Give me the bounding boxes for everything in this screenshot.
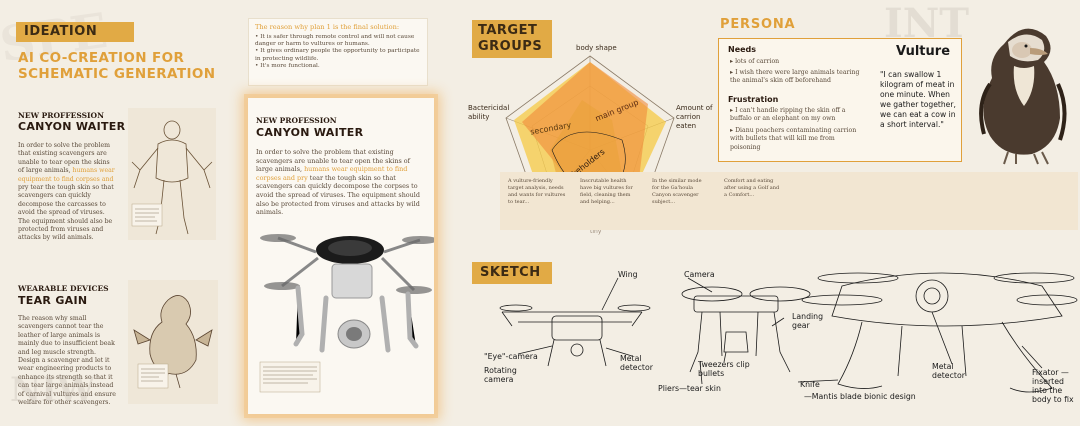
label-eye-camera: "Eye"-camera	[484, 352, 538, 361]
persona-title: PERSONA	[720, 17, 796, 32]
need-item-1: ▸ lots of carrion	[730, 58, 780, 65]
wearable-label: WEARABLE DEVICES	[18, 284, 109, 293]
label-metal-detector-2: Metal detector	[932, 362, 965, 380]
label-metal-detector-1: Metal detector	[620, 354, 653, 372]
persona-panel: INT PERSONA Needs ▸ lots of carrion ▸ I …	[500, 0, 1080, 252]
target-tag-line1: TARGET	[478, 23, 538, 38]
persona-strip	[500, 172, 1078, 230]
solution-note-item-3: • It's more functional.	[255, 62, 320, 69]
drone-render	[259, 234, 434, 393]
needs-title: Needs	[728, 45, 757, 54]
axis-bactericidal: Bactericidal ability	[468, 104, 510, 121]
solution-note-item-1: • It is safer through remote control and…	[255, 34, 415, 48]
persona-quote: "I can swallow 1 kilogram of meat in one…	[880, 70, 956, 129]
sketch-tag: SKETCH	[472, 262, 552, 284]
strip-cell-1: A vulture-friendly target analysis, need…	[508, 178, 566, 205]
label-tweezers: Tweezers clip bullets	[698, 360, 750, 378]
canyon-title: CANYON WAITER	[18, 120, 126, 133]
watermark-bottom: NIW	[10, 370, 96, 410]
sketch-panel: SKETCH	[462, 256, 1080, 426]
label-camera: Camera	[684, 270, 715, 279]
frustration-item-1: ▸ I can't handle ripping the skin off a …	[730, 107, 846, 123]
vulture-photo	[979, 28, 1067, 165]
solution-note: The reason why plan 1 is the final solut…	[248, 18, 428, 86]
frustration-title: Frustration	[728, 95, 779, 104]
axis-amount: Amount of carrion eaten	[676, 104, 713, 130]
persona-name: Vulture	[896, 44, 951, 59]
solution-note-item-2: • It gives ordinary people the opportuni…	[255, 48, 420, 62]
card-body: In order to solve the problem that exist…	[256, 148, 420, 217]
target-groups-tag: TARGET GROUPS	[472, 20, 552, 58]
axis-body-shape: body shape	[576, 44, 617, 52]
ideation-title-line1: AI CO-CREATION FOR	[18, 50, 185, 66]
strip-cell-4: Comfort and eating after using a Golf an…	[724, 178, 780, 198]
need-item-2: ▸ I wish there were large animals tearin…	[730, 69, 860, 85]
canyon-label: NEW PROFFESSION	[18, 111, 104, 120]
middle-panel: The reason why plan 1 is the final solut…	[242, 0, 462, 426]
wearable-title: TEAR GAIN	[18, 294, 88, 307]
solution-note-title: The reason why plan 1 is the final solut…	[255, 23, 400, 31]
sketch-drawings	[499, 272, 1078, 393]
label-rotating-camera: Rotating camera	[484, 366, 517, 384]
label-pliers: Pliers—tear skin	[658, 384, 721, 393]
label-mantis: —Mantis blade bionic design	[804, 392, 916, 401]
label-fixator: Fixator —inserted into the body to fix	[1032, 368, 1074, 404]
persona-card	[718, 38, 962, 162]
strip-cell-2: Inscrutable health have big vultures for…	[580, 178, 633, 205]
human-sketch	[128, 108, 216, 240]
card-label: NEW PROFESSION	[256, 116, 337, 125]
vulture-gear-sketch	[128, 280, 218, 404]
target-tag-line2: GROUPS	[478, 39, 543, 54]
wearable-body: The reason why small scavengers cannot t…	[18, 315, 116, 407]
label-landing-gear: Landing gear	[792, 312, 824, 330]
label-wing: Wing	[618, 270, 638, 279]
label-knife: Knife	[800, 380, 820, 389]
frustration-item-2: ▸ Dianu poachers contaminating carrion w…	[730, 127, 857, 151]
card-title: CANYON WAITER	[256, 126, 364, 139]
ideation-tag: IDEATION	[16, 22, 134, 42]
axis-tiny: tiny	[590, 228, 602, 235]
canyon-body: In order to solve the problem that exist…	[18, 142, 115, 242]
strip-cell-3: In the similar mode for the Ga'houla Can…	[652, 178, 702, 205]
left-panel: SPE IDEATION AI CO-CREATION FOR SCHEMATI…	[0, 0, 242, 426]
ideation-title-line2: SCHEMATIC GENERATION	[18, 66, 216, 82]
